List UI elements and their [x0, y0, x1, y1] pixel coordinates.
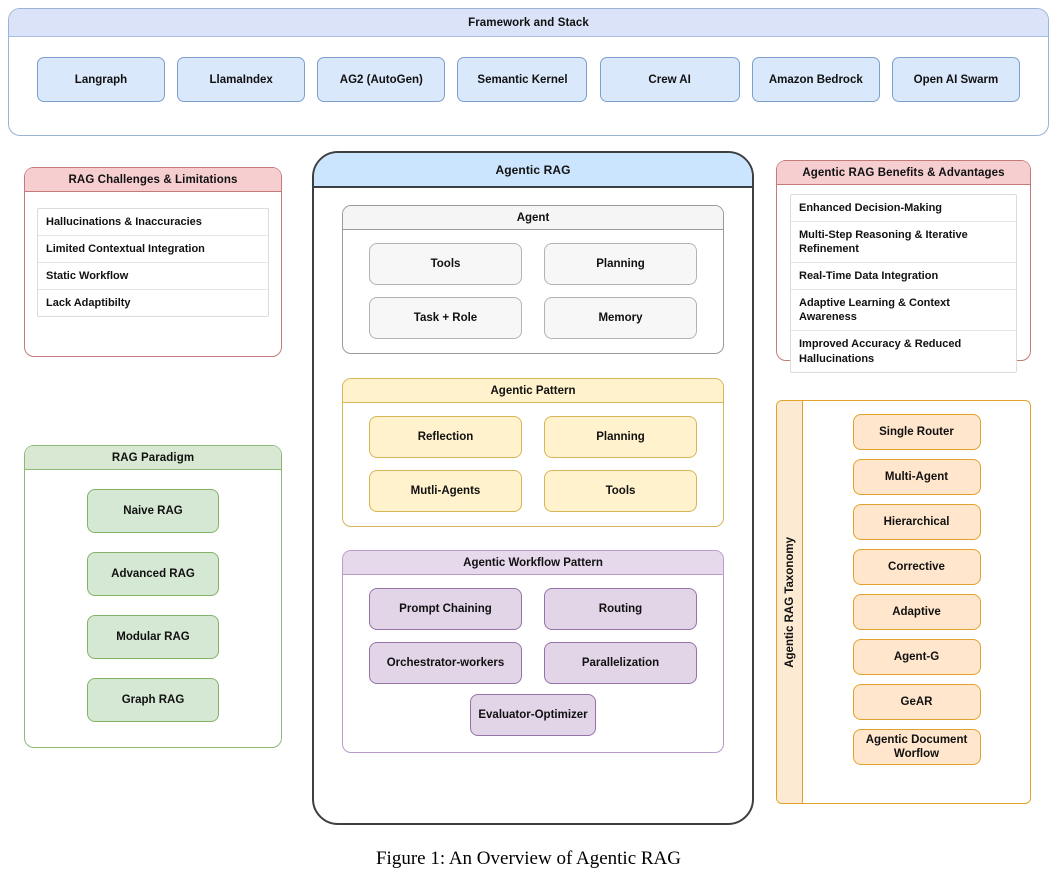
paradigm-chip-advanced-rag[interactable]: Advanced RAG — [87, 552, 219, 596]
agent-block-title: Agent — [343, 206, 723, 230]
benefit-item-improved-accuracy-reduced-hallucin: Improved Accuracy & Reduced Hallucinatio… — [799, 338, 962, 365]
taxonomy-vertical-label: Agentic RAG Taxonomy — [783, 536, 796, 668]
rag-paradigm-title: RAG Paradigm — [25, 446, 281, 470]
taxonomy-chip-corrective[interactable]: Corrective — [852, 549, 981, 585]
rag-challenges-panel: RAG Challenges & Limitations Hallucinati… — [24, 167, 282, 357]
pattern-cell-planning: Planning — [544, 416, 697, 458]
framework-chip-semantic-kernel[interactable]: Semantic Kernel — [457, 57, 588, 102]
agent-cell-task-role: Task + Role — [369, 297, 522, 339]
pattern-cell-tools: Tools — [544, 470, 697, 512]
workflow-cell-prompt-chaining: Prompt Chaining — [369, 588, 522, 630]
workflow-cell-evaluator-optimizer: Evaluator-Optimizer — [470, 694, 596, 736]
taxonomy-chip-agentic-document-worflow[interactable]: Agentic Document Worflow — [852, 729, 981, 766]
taxonomy-chip-hierarchical[interactable]: Hierarchical — [852, 504, 981, 540]
workflow-cell-orchestrator-workers: Orchestrator-workers — [369, 642, 522, 684]
framework-chip-langraph[interactable]: Langraph — [37, 57, 165, 102]
rag-benefits-title: Agentic RAG Benefits & Advantages — [777, 161, 1030, 185]
taxonomy-chip-single-router[interactable]: Single Router — [852, 414, 981, 450]
paradigm-chip-graph-rag[interactable]: Graph RAG — [87, 678, 219, 722]
benefit-item-adaptive-learning-context-awarenes: Adaptive Learning & Context Awareness — [791, 290, 1016, 332]
framework-chip-open-ai-swarm[interactable]: Open AI Swarm — [891, 57, 1020, 102]
rag-paradigm-list: Naive RAG Advanced RAG Modular RAG Graph RA… — [25, 470, 281, 722]
pattern-cell-reflection: Reflection — [369, 416, 522, 458]
taxonomy-chip-gear[interactable]: GeAR — [852, 684, 981, 720]
workflow-cell-parallelization: Parallelization — [544, 642, 697, 684]
framework-and-stack-title: Framework and Stack — [9, 9, 1048, 37]
framework-chip-ag2-autogen[interactable]: AG2 (AutoGen) — [317, 57, 446, 102]
taxonomy-chip-adaptive[interactable]: Adaptive — [852, 594, 981, 630]
framework-chip-llamaindex[interactable]: LlamaIndex — [177, 57, 306, 102]
agent-cell-planning: Planning — [544, 243, 697, 285]
framework-chip-amazon-bedrock[interactable]: Amazon Bedrock — [751, 57, 880, 102]
paradigm-chip-modular-rag[interactable]: Modular RAG — [87, 615, 219, 659]
benefit-item-real-time-data-integration: Real-Time Data Integration — [791, 263, 1016, 291]
benefit-item-multi-step-reasoning-iterative-ref: Multi-Step Reasoning & Iterative Refinem… — [791, 222, 1016, 264]
agent-cell-memory: Memory — [544, 297, 697, 339]
agentic-workflow-block: Agentic Workflow Pattern Prompt Chaining… — [342, 550, 724, 753]
rag-benefits-panel: Agentic RAG Benefits & Advantages Enhanc… — [776, 160, 1031, 373]
paradigm-chip-naive-rag[interactable]: Naive RAG — [87, 489, 219, 533]
taxonomy-spine: Agentic RAG Taxonomy — [777, 401, 803, 803]
agentic-workflow-wide-row: Evaluator-Optimizer — [343, 694, 723, 752]
challenge-item-static-workflow: Static Workflow — [38, 263, 268, 291]
agent-cell-tools: Tools — [369, 243, 522, 285]
challenge-item-lack-adaptibilty: Lack Adaptibilty — [46, 297, 131, 310]
figure-caption: Figure 1: An Overview of Agentic RAG — [375, 848, 681, 869]
pattern-cell-mutli-agents: Mutli-Agents — [369, 470, 522, 512]
agentic-workflow-title: Agentic Workflow Pattern — [343, 551, 723, 575]
workflow-cell-routing: Routing — [544, 588, 697, 630]
rag-challenges-title: RAG Challenges & Limitations — [25, 168, 281, 192]
framework-chip-crew-ai[interactable]: Crew AI — [599, 57, 740, 102]
agentic-pattern-title: Agentic Pattern — [343, 379, 723, 403]
taxonomy-chip-agent-g[interactable]: Agent-G — [852, 639, 981, 675]
rag-paradigm-panel: RAG Paradigm Naive RAG Advanced RAG Modula… — [24, 445, 282, 748]
challenge-item-hallucinations-inaccuracies: Hallucinations & Inaccuracies — [38, 209, 268, 237]
challenge-item-limited-contextual-integration: Limited Contextual Integration — [38, 236, 268, 264]
taxonomy-chip-multi-agent[interactable]: Multi-Agent — [852, 459, 981, 495]
agentic-rag-title: Agentic RAG — [314, 153, 752, 188]
benefit-item-enhanced-decision-making: Enhanced Decision-Making — [791, 195, 1016, 223]
